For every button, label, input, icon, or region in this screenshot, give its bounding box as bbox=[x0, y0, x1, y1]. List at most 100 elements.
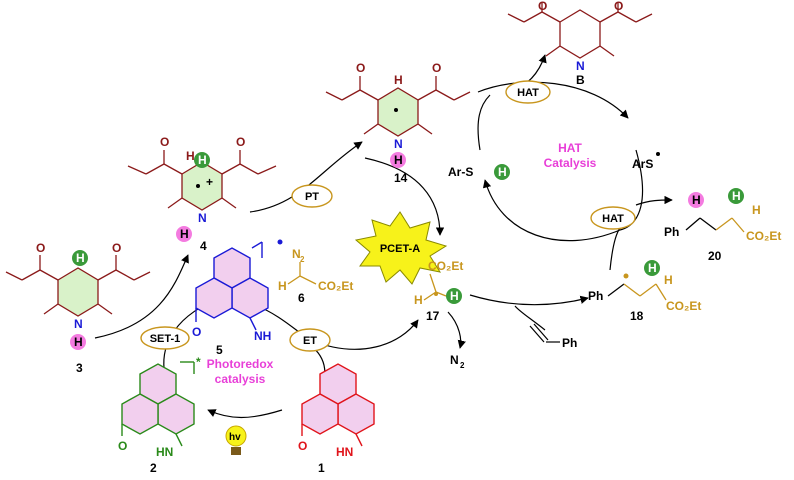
c2-HN: HN bbox=[156, 445, 173, 459]
pcet-label: PCET-A bbox=[380, 243, 420, 255]
pcet-burst: PCET-A bbox=[354, 211, 448, 285]
c3-N: N bbox=[74, 317, 83, 331]
compound-3 bbox=[5, 255, 151, 317]
arrow-1-to-2 bbox=[207, 409, 283, 419]
cB-O1: O bbox=[538, 0, 547, 13]
oval-hat-bottom bbox=[590, 206, 636, 230]
c14-H: H bbox=[394, 73, 403, 87]
cB-O2: O bbox=[614, 0, 623, 13]
c4-h-pink-label: H bbox=[180, 227, 189, 241]
oval-set1-label: SET-1 bbox=[150, 333, 181, 345]
c18-Ph: Ph bbox=[588, 289, 603, 303]
arsh-label: Ar-S bbox=[448, 165, 473, 179]
hat-cycle-label-2: Catalysis bbox=[544, 156, 597, 170]
c20-Ph: Ph bbox=[664, 225, 679, 239]
c20-h-pink-label: H bbox=[692, 193, 701, 207]
ars-radical-dot bbox=[656, 152, 660, 156]
c2-O: O bbox=[118, 439, 127, 453]
c4-O2: O bbox=[236, 135, 245, 149]
c4-O1: O bbox=[160, 135, 169, 149]
c6-N2-sub: 2 bbox=[300, 255, 305, 264]
c14-h-pink-label: H bbox=[394, 153, 403, 167]
c1-HN: HN bbox=[336, 445, 353, 459]
oval-hat-top-label: HAT bbox=[517, 87, 539, 99]
arsh-h-green bbox=[494, 164, 510, 180]
c14-O1: O bbox=[356, 61, 365, 75]
c5-radical-dot bbox=[277, 239, 283, 245]
c4-h-green-label: H bbox=[198, 153, 207, 167]
label-18: 18 bbox=[630, 309, 644, 323]
c20-h-green-label: H bbox=[732, 189, 741, 203]
cB-N: N bbox=[576, 59, 585, 73]
oval-set1 bbox=[140, 326, 190, 350]
c20-CO2Et: CO₂Et bbox=[746, 229, 781, 243]
compound-5 bbox=[195, 241, 269, 331]
label-1: 1 bbox=[318, 461, 325, 475]
arrow-styrene-in bbox=[514, 305, 546, 331]
styrene bbox=[529, 323, 560, 343]
c17-H: H bbox=[414, 293, 423, 307]
oval-hat-bottom-label: HAT bbox=[602, 213, 624, 225]
c5-O: O bbox=[192, 325, 201, 339]
oval-pt-label: PT bbox=[305, 191, 319, 203]
light-bulb-icon bbox=[225, 425, 247, 455]
compound-B bbox=[507, 2, 653, 59]
c5-NH: NH bbox=[254, 329, 271, 343]
arrow-17-to-18 bbox=[469, 294, 589, 306]
c18-radical-dot bbox=[623, 273, 629, 279]
c18-CO2Et: CO₂Et bbox=[666, 299, 701, 313]
c20-H: H bbox=[752, 203, 761, 217]
arrow-18-up bbox=[609, 227, 621, 271]
label-2: 2 bbox=[150, 461, 157, 475]
arrow-hat-cycle-bottom bbox=[482, 179, 621, 242]
hv-label: hv bbox=[229, 432, 241, 443]
arsh-h-green-label: H bbox=[498, 165, 507, 179]
c3-h-green-label: H bbox=[76, 251, 85, 265]
compound-6 bbox=[287, 262, 317, 285]
compound-17 bbox=[423, 273, 447, 301]
c18-H: H bbox=[664, 273, 673, 287]
c14-N: N bbox=[394, 137, 403, 151]
c3-O1: O bbox=[36, 241, 45, 255]
c6-CO2Et: CO₂Et bbox=[318, 279, 353, 293]
label-5: 5 bbox=[216, 343, 223, 357]
label-3: 3 bbox=[76, 361, 83, 375]
c17-radical-dot bbox=[434, 292, 438, 296]
c3-h-pink-label: H bbox=[74, 335, 83, 349]
n2-product-sub: 2 bbox=[460, 361, 465, 370]
c4-plus: + bbox=[206, 175, 213, 189]
arrow-hat-cycle-left bbox=[477, 94, 491, 151]
compound-14 bbox=[325, 76, 471, 137]
oval-et-label: ET bbox=[303, 335, 317, 347]
c3-O2: O bbox=[112, 241, 121, 255]
c17-h-green bbox=[446, 288, 462, 304]
label-4: 4 bbox=[200, 239, 207, 253]
c14-O2: O bbox=[432, 61, 441, 75]
c18-h-green bbox=[644, 260, 660, 276]
compound-1 bbox=[301, 363, 375, 447]
step-ovals: SET-1 PT ET HAT HAT bbox=[140, 80, 636, 352]
label-B: B bbox=[576, 73, 585, 87]
n2-product: N bbox=[450, 353, 459, 367]
label-14: 14 bbox=[394, 171, 408, 185]
arrow-17-to-N2 bbox=[447, 311, 466, 349]
styrene-Ph: Ph bbox=[562, 336, 577, 350]
arrow-hat-cycle-right bbox=[619, 149, 644, 231]
oval-et bbox=[289, 328, 331, 352]
compound-18 bbox=[607, 283, 667, 301]
compound-2 bbox=[121, 361, 195, 447]
c4-h-green bbox=[194, 152, 210, 168]
photoredox-label-1: Photoredox bbox=[207, 357, 274, 371]
c4-H-plain: H bbox=[186, 149, 195, 163]
c18-h-green-label: H bbox=[648, 261, 657, 275]
c3-h-green bbox=[72, 250, 88, 266]
label-17: 17 bbox=[426, 309, 440, 323]
hat-cycle-label-1: HAT bbox=[558, 141, 582, 155]
c14-h-pink bbox=[390, 152, 406, 168]
c4-N: N bbox=[198, 211, 207, 225]
c20-h-pink bbox=[688, 192, 704, 208]
c6-H: H bbox=[278, 279, 287, 293]
arrow-hat-cycle-top bbox=[477, 81, 629, 119]
c2-star: * bbox=[196, 355, 201, 369]
